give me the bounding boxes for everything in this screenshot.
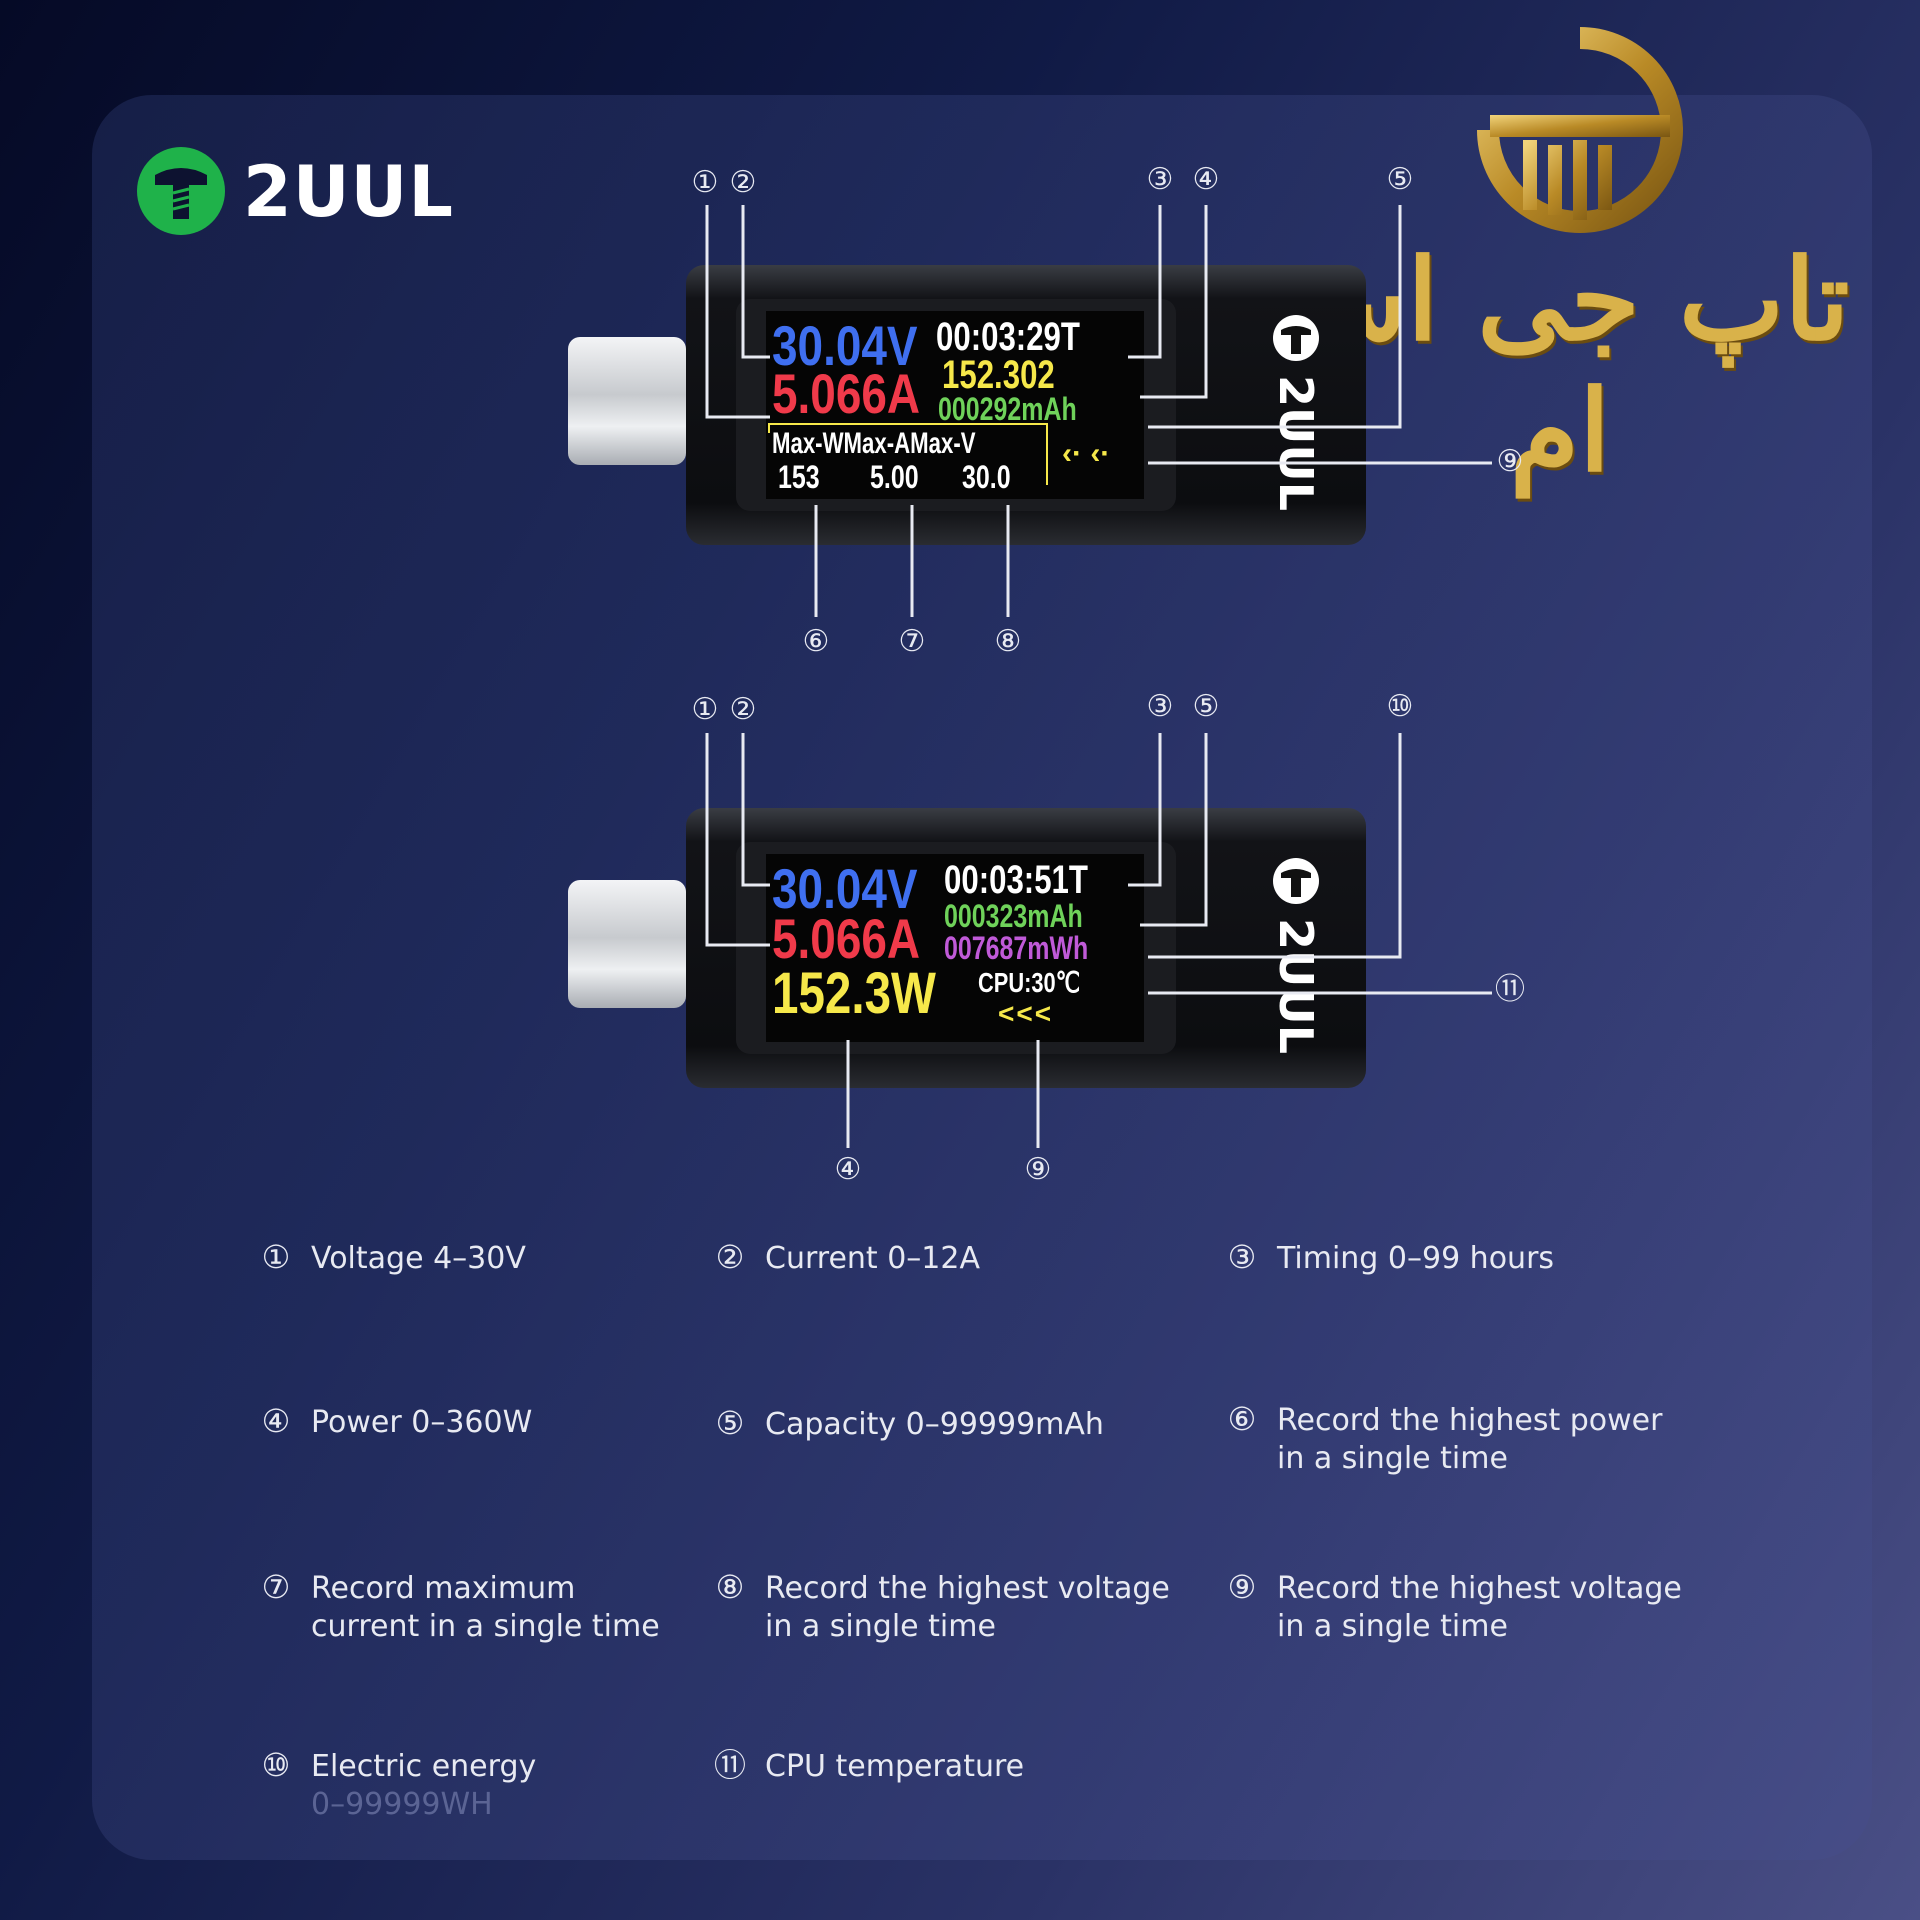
callout-4: ④ — [834, 1152, 862, 1187]
capacity-reading: 000323mAh — [944, 898, 1083, 934]
usb-c-plug — [568, 337, 686, 465]
device-brand-text: 2UUL — [1269, 918, 1323, 1055]
max-current-value: 5.00 — [870, 459, 919, 495]
current-reading: 5.066A — [772, 362, 921, 425]
power-reading: 152.302 — [942, 353, 1055, 397]
capacity-reading: 000292mAh — [938, 391, 1077, 427]
timer-reading: 00:03:29T — [936, 315, 1080, 359]
cpu-temperature: CPU:30℃ — [978, 967, 1081, 998]
watermark-emblem-icon — [1477, 27, 1683, 233]
callout-6: ⑥ — [802, 624, 830, 659]
callout-7: ⑦ — [898, 624, 926, 659]
energy-reading: 007687mWh — [944, 930, 1089, 966]
device-body: 30.04V 5.066A 00:03:29T 152.302 000292mA… — [686, 265, 1366, 545]
callout-9: ⑨ — [1496, 444, 1524, 479]
device-brand: 2UUL — [1266, 305, 1326, 515]
callout-4: ④ — [1192, 162, 1220, 197]
brand-logo: 2UUL — [135, 145, 465, 240]
brand-name: 2UUL — [243, 151, 454, 233]
direction-indicator: <<< — [998, 998, 1054, 1029]
callout-8: ⑧ — [994, 624, 1022, 659]
screen-bezel: 30.04V 5.066A 00:03:29T 152.302 000292mA… — [736, 299, 1176, 511]
direction-indicator: ‹· ‹· — [1062, 437, 1111, 470]
timer-reading: 00:03:51T — [944, 858, 1088, 902]
callout-5: ⑤ — [1192, 689, 1220, 724]
screw-logo-icon — [137, 147, 225, 235]
usb-tester-bottom: 30.04V 5.066A 152.3W 00:03:51T 000323mAh… — [568, 808, 1368, 1088]
callout-3: ③ — [1146, 689, 1174, 724]
callout-1: ① — [691, 692, 719, 727]
power-reading: 152.3W — [772, 961, 936, 1026]
device-body: 30.04V 5.066A 152.3W 00:03:51T 000323mAh… — [686, 808, 1366, 1088]
device-logo-icon — [1273, 315, 1319, 361]
callout-9: ⑨ — [1024, 1152, 1052, 1187]
device-brand-text: 2UUL — [1269, 375, 1323, 512]
callout-3: ③ — [1146, 162, 1174, 197]
voltage-reading: 30.04V — [772, 857, 918, 920]
callout-5: ⑤ — [1386, 162, 1414, 197]
device-logo-icon — [1273, 858, 1319, 904]
screen-bezel: 30.04V 5.066A 152.3W 00:03:51T 000323mAh… — [736, 842, 1176, 1054]
callout-1: ① — [691, 165, 719, 200]
callout-2: ② — [729, 165, 757, 200]
callout-10: ⑩ — [1386, 689, 1414, 724]
current-reading: 5.066A — [772, 907, 921, 970]
device-brand: 2UUL — [1266, 848, 1326, 1058]
device-screen: 30.04V 5.066A 152.3W 00:03:51T 000323mAh… — [766, 854, 1144, 1042]
callout-2: ② — [729, 692, 757, 727]
voltage-reading: 30.04V — [772, 314, 918, 377]
max-voltage-value: 30.0 — [962, 459, 1011, 495]
usb-c-plug — [568, 880, 686, 1008]
max-power-value: 153 — [778, 459, 820, 495]
usb-tester-top: 30.04V 5.066A 00:03:29T 152.302 000292mA… — [568, 265, 1368, 545]
device-screen: 30.04V 5.066A 00:03:29T 152.302 000292mA… — [766, 311, 1144, 499]
max-labels: Max-WMax-AMax-V — [772, 427, 976, 460]
callout-11: ⑪ — [1495, 972, 1525, 1007]
